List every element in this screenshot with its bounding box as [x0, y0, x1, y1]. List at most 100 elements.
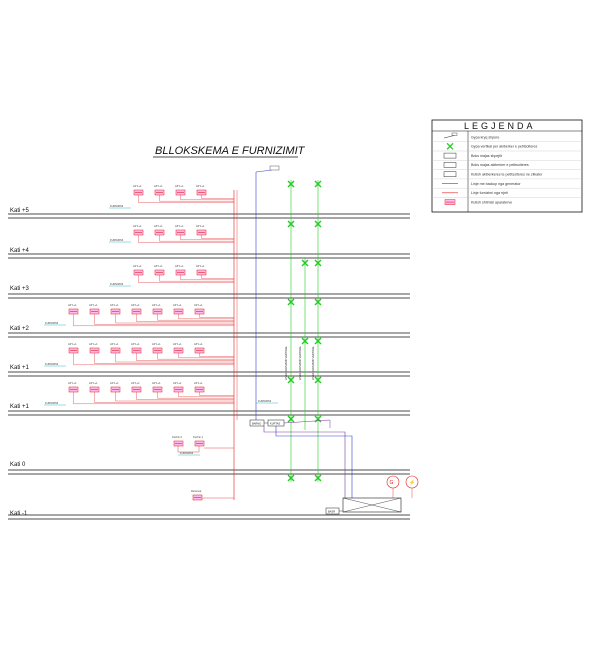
- panel-label: AP 1+1: [68, 381, 77, 385]
- apartment-panel: AP 1+1: [110, 342, 234, 363]
- floor-tag: FURNIZIMI: [109, 204, 131, 209]
- apartment-panel: AP 1+1: [89, 303, 234, 325]
- panel-label: AP 1+1: [154, 224, 163, 228]
- legend-row: Boks majas akiberker e petitsolteres: [432, 160, 582, 168]
- panel-label: AP 1+1: [152, 303, 161, 307]
- panel-label: AP 1+1: [196, 184, 205, 188]
- panel-label: AP 1+1: [133, 224, 142, 228]
- legend-row: Boks majas shpejtit: [432, 150, 582, 159]
- floor-label: Kati +4: [10, 248, 30, 254]
- panel-label: AP 1+1: [89, 381, 98, 385]
- feeder-line: [178, 353, 234, 358]
- floor-label: Kati +3: [10, 286, 30, 292]
- apartment-panel: AP 1+1: [131, 342, 234, 361]
- legend-row: Kutish akiberkeres te petitsolteres ne z…: [432, 169, 582, 177]
- meter-icon: ⚡: [405, 475, 419, 498]
- legend-row: Gypa vertikal per akiberker e petitsolte…: [432, 141, 582, 150]
- green-x-icon: [314, 180, 322, 188]
- floor-tag: FURNIZIMI: [44, 362, 66, 367]
- floor-kati-minus-1: Kati -1: [8, 511, 410, 520]
- feeder-line: [115, 314, 234, 324]
- panel-label: AP 1+1: [194, 342, 203, 346]
- panel-label: AP 1+1: [110, 303, 119, 307]
- feeder-line: [159, 195, 234, 202]
- tag-label: FURNIZIMI: [110, 282, 123, 286]
- panel-label: AP 1+1: [68, 342, 77, 346]
- panel-label: AP 1+1: [133, 184, 142, 188]
- feeder-line: [94, 392, 234, 403]
- apartment-panel: AP 1+1: [175, 264, 234, 280]
- kati0-panel-a: Kuzhin 0: [172, 435, 184, 447]
- green-x-icon: [314, 259, 322, 267]
- apartment-panel: AP 1+1: [152, 381, 234, 399]
- legend-title: LEGJENDA: [464, 121, 536, 131]
- apartment-panel: AP 1+1: [68, 342, 234, 365]
- feeder-line: [157, 392, 234, 399]
- blue-riser: [255, 172, 262, 423]
- feeder-line: [138, 195, 234, 203]
- floor-tag: FURNIZIMI: [256, 399, 278, 404]
- feeder-line: [115, 392, 234, 402]
- floor-levels: Kati +5 Kati +4 Kati +3 Kati +2 Kati +1 …: [8, 208, 410, 520]
- kati0-panel-b: Kuzhin 1: [193, 435, 205, 447]
- riser-label: LINJA FURNIZIMI VERTIKAL: [311, 345, 315, 380]
- apartment-panel: AP 1+1: [110, 381, 234, 402]
- main-box-kuptas: KUPTAS: [267, 419, 285, 427]
- legend-symbol-icon: [443, 132, 458, 139]
- apartment-panel: AP 1+1: [173, 381, 234, 397]
- kati0-tag: FURNIZIMI: [178, 451, 200, 456]
- green-x-icon: [287, 474, 295, 482]
- blue-feeder-2: [275, 426, 353, 498]
- green-x-icon: [314, 298, 322, 306]
- svg-text:BASR: BASR: [328, 510, 335, 514]
- legend-label: Kutish shtimisi aparaterve: [471, 200, 512, 204]
- green-x-icon: [287, 376, 295, 384]
- legend-label: Gypa vertikal per akiberker e petitsolte…: [471, 145, 538, 149]
- apartment-panel: AP 1+1: [196, 224, 234, 239]
- diagram-title: BLLOKSKEMA E FURNIZIMIT: [155, 145, 306, 157]
- floor-tag: FURNIZIMI: [109, 282, 131, 287]
- apartment-panel: AP 1+1: [196, 184, 234, 199]
- legend-symbol-icon: [444, 199, 456, 205]
- floor-label: Kati +2: [10, 326, 30, 332]
- feeder-line: [73, 314, 234, 326]
- feeder-line: [201, 195, 234, 199]
- panel-label: AP 1+1: [110, 381, 119, 385]
- legend-label: Boks majas akiberker e petitsolteres: [471, 163, 529, 167]
- floor-tag: FURNIZIMI: [44, 321, 66, 326]
- basement-box: BASR: [325, 507, 340, 515]
- apartment-panel: AP 1+1: [154, 184, 234, 202]
- apartment-panel: AP 1+1: [154, 264, 234, 282]
- floor-label: Kati -1: [10, 511, 28, 517]
- panel-label: AP 1+1: [68, 303, 77, 307]
- legend-symbol-icon: [443, 171, 457, 177]
- feeder-line: [136, 392, 234, 400]
- legend-row: Linje furnizimi nga rrjeti: [432, 188, 582, 195]
- legend-label: Linje furnizimi nga rrjeti: [471, 191, 508, 195]
- feeder-line: [73, 392, 234, 404]
- feeder-line: [199, 353, 234, 357]
- floor-kati-3: Kati +3: [8, 286, 410, 299]
- basement-main-switchboard: [342, 497, 402, 513]
- tag-label: FURNIZIMI: [45, 401, 58, 405]
- panel-label: AP 1+1: [131, 342, 140, 346]
- feeder-line: [178, 314, 234, 319]
- apartment-panel: AP 1+1: [152, 303, 234, 321]
- green-x-icon: [301, 259, 309, 267]
- feeder-line: [159, 235, 234, 242]
- green-x-icon: [287, 298, 295, 306]
- legend-label: Boks majas shpejtit: [471, 154, 502, 158]
- floor-kati-5: Kati +5: [8, 208, 410, 219]
- apartment-panel: AP 1+1: [131, 381, 234, 400]
- feeder-line: [199, 314, 234, 318]
- panel-label: AP 1+1: [131, 381, 140, 385]
- tag-label: FURNIZIMI: [45, 321, 58, 325]
- feeder-line: [180, 275, 234, 280]
- green-x-icon: [314, 220, 322, 228]
- apartment-panel: AP 1+1: [133, 184, 234, 203]
